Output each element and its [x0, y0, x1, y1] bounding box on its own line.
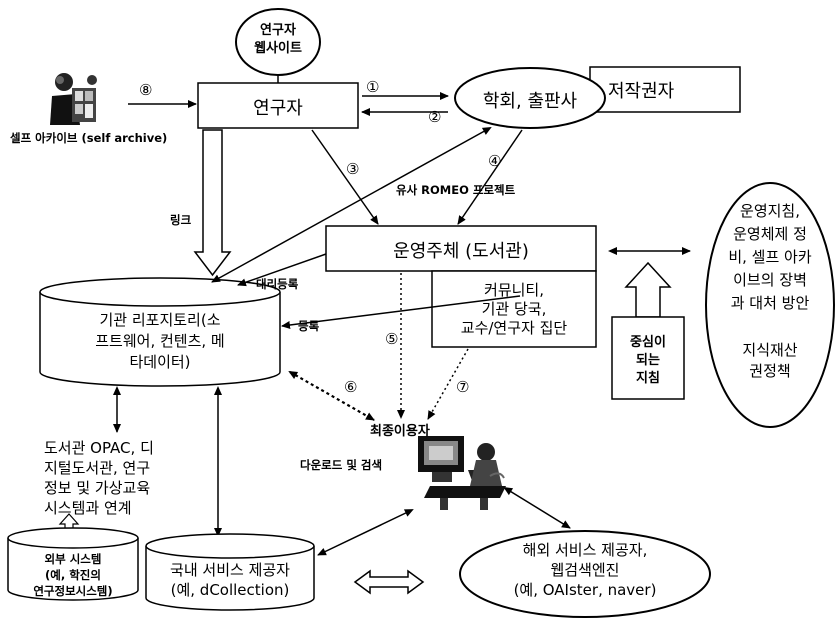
romeo-label: 유사 ROMEO 프로젝트 [396, 183, 516, 197]
arrow-user-overseas [503, 486, 571, 529]
repository-cylinder [39, 277, 281, 387]
person-icon [44, 73, 99, 125]
community-box [431, 270, 597, 348]
arrow-publisher-repository [211, 127, 492, 283]
step-1: ① [366, 78, 380, 96]
download-search-label: 다운로드 및 검색 [300, 458, 383, 472]
society-publisher-label: 학회, 출판사 [482, 91, 578, 112]
copyright-holder-box [589, 66, 741, 113]
society-publisher-ellipse [454, 67, 606, 129]
arrow-step-4 [457, 129, 523, 225]
arrow-step-7 [427, 348, 469, 420]
step-6: ⑥ [344, 378, 358, 396]
registration-label: 등록 [298, 319, 320, 333]
policy-ellipse [705, 182, 835, 428]
computer-user-icon [418, 436, 506, 510]
arrow-step-3 [311, 129, 379, 225]
self-archive-link-arrow [193, 129, 232, 277]
arrow-community-repository [281, 295, 521, 329]
step-7: ⑦ [456, 378, 470, 396]
core-guideline-arrow [624, 261, 672, 318]
overseas-provider-ellipse [459, 530, 711, 618]
domestic-provider-label: 국내 서비스 제공자 (예, dCollection) [170, 561, 290, 599]
step-5: ⑤ [385, 330, 399, 348]
arrow-user-domestic [317, 509, 414, 556]
proxy-registration-label: 대리등록 [256, 277, 299, 291]
repository-label: 기관 리포지토리(소 프트웨어, 컨텐츠, 메 타데이터) [95, 311, 225, 371]
policy-label: 운영지침, 운영체제 정 비, 셀프 아카 이브의 장벽 과 대처 방안 [728, 202, 812, 312]
external-system-label: 외부 시스템 (예, 학진의 연구정보시스템) [33, 552, 113, 598]
library-links-label: 도서관 OPAC, 디 지털도서관, 연구 정보 및 가상교육 시스템과 연계 [44, 439, 154, 517]
link-label: 링크 [170, 213, 192, 227]
step-8: ⑧ [139, 81, 153, 99]
researcher-website-label: 연구자 웹사이트 [254, 23, 302, 56]
core-guideline-box [611, 316, 685, 400]
domestic-overseas-arrow [353, 569, 425, 595]
step-2: ② [428, 108, 442, 126]
arrow-step-6 [288, 371, 375, 421]
community-label: 커뮤니티, 기관 당국, 교수/연구자 집단 [460, 281, 568, 337]
researcher-label: 연구자 [253, 98, 303, 119]
end-user-label: 최종이용자 [370, 424, 430, 439]
ip-policy-label: 지식재산 권정책 [742, 341, 798, 380]
domestic-provider-cylinder [145, 533, 315, 611]
arrow-operator-repository [237, 253, 327, 287]
operator-label: 운영주체 (도서관) [393, 241, 529, 262]
researcher-box [197, 82, 359, 129]
step-4: ④ [488, 152, 502, 170]
core-guideline-label: 중심이 되는 지침 [630, 335, 666, 386]
self-archive-label: 셀프 아카이브 (self archive) [10, 131, 168, 145]
step-3: ③ [346, 160, 360, 178]
overseas-provider-label: 해외 서비스 제공자, 웹검색엔진 (예, OAIster, naver) [513, 541, 657, 599]
copyright-holder-label: 저작권자 [608, 81, 675, 102]
external-system-cylinder [7, 527, 139, 601]
